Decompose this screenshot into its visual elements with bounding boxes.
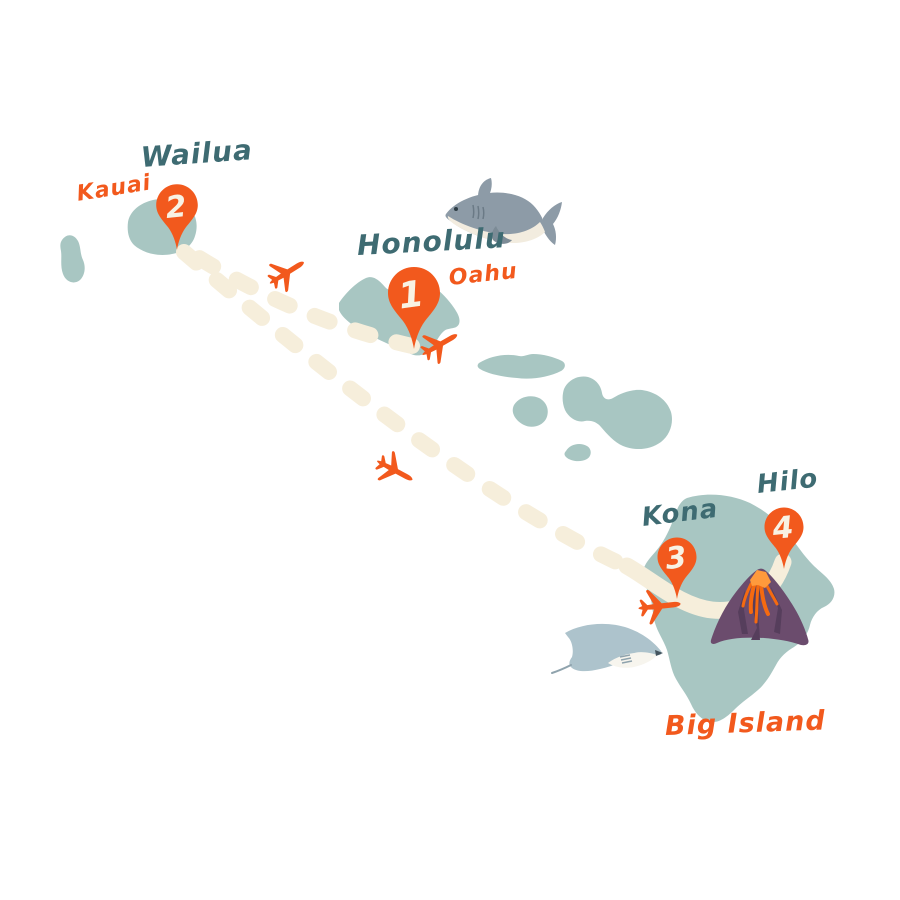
shark-dorsal-fin: [478, 178, 492, 201]
shark-icon: [445, 178, 562, 245]
pin-number-1: 1: [396, 273, 427, 317]
pin-number-2: 2: [164, 189, 188, 226]
island-lanai: [512, 396, 548, 427]
volcano-mountain: [710, 568, 809, 646]
map-pin-stop-2[interactable]: 2: [156, 184, 198, 250]
manta-head-fin: [655, 650, 663, 656]
shark-tail: [542, 202, 562, 245]
pin-number-3: 3: [664, 540, 688, 577]
manta-tail: [551, 664, 572, 674]
island-niihau: [60, 235, 85, 283]
route-flight-2-3: [176, 244, 642, 578]
manta-ray-icon: [551, 623, 663, 674]
airplane-icon: [369, 446, 421, 495]
map-pin-stop-3[interactable]: 3: [657, 537, 697, 600]
island-molokai: [477, 354, 565, 379]
shark-pectoral-fin: [491, 226, 512, 244]
shark-gills: [472, 204, 485, 220]
volcano-crater: [750, 570, 771, 588]
island-kahoolawe: [564, 443, 591, 462]
island-maui: [562, 376, 672, 450]
volcano-icon: [710, 568, 809, 646]
manta-gills: [619, 654, 633, 664]
map-pin-stop-4[interactable]: 4: [764, 507, 804, 570]
stop-label-hilo: Hilo: [755, 463, 820, 500]
airplane-icon: [261, 248, 313, 298]
manta-belly: [608, 652, 657, 668]
manta-body: [565, 623, 662, 672]
islands-layer: [60, 199, 835, 723]
stop-markers-layer: 1 2 3 4: [156, 184, 804, 600]
island-label-big-island: Big Island: [664, 705, 827, 742]
route-flight-1-2: [174, 239, 420, 354]
map-pin-stop-1[interactable]: 1: [388, 267, 440, 349]
shark-eye: [454, 207, 458, 211]
pin-number-4: 4: [770, 510, 795, 547]
shark-belly: [447, 216, 545, 243]
